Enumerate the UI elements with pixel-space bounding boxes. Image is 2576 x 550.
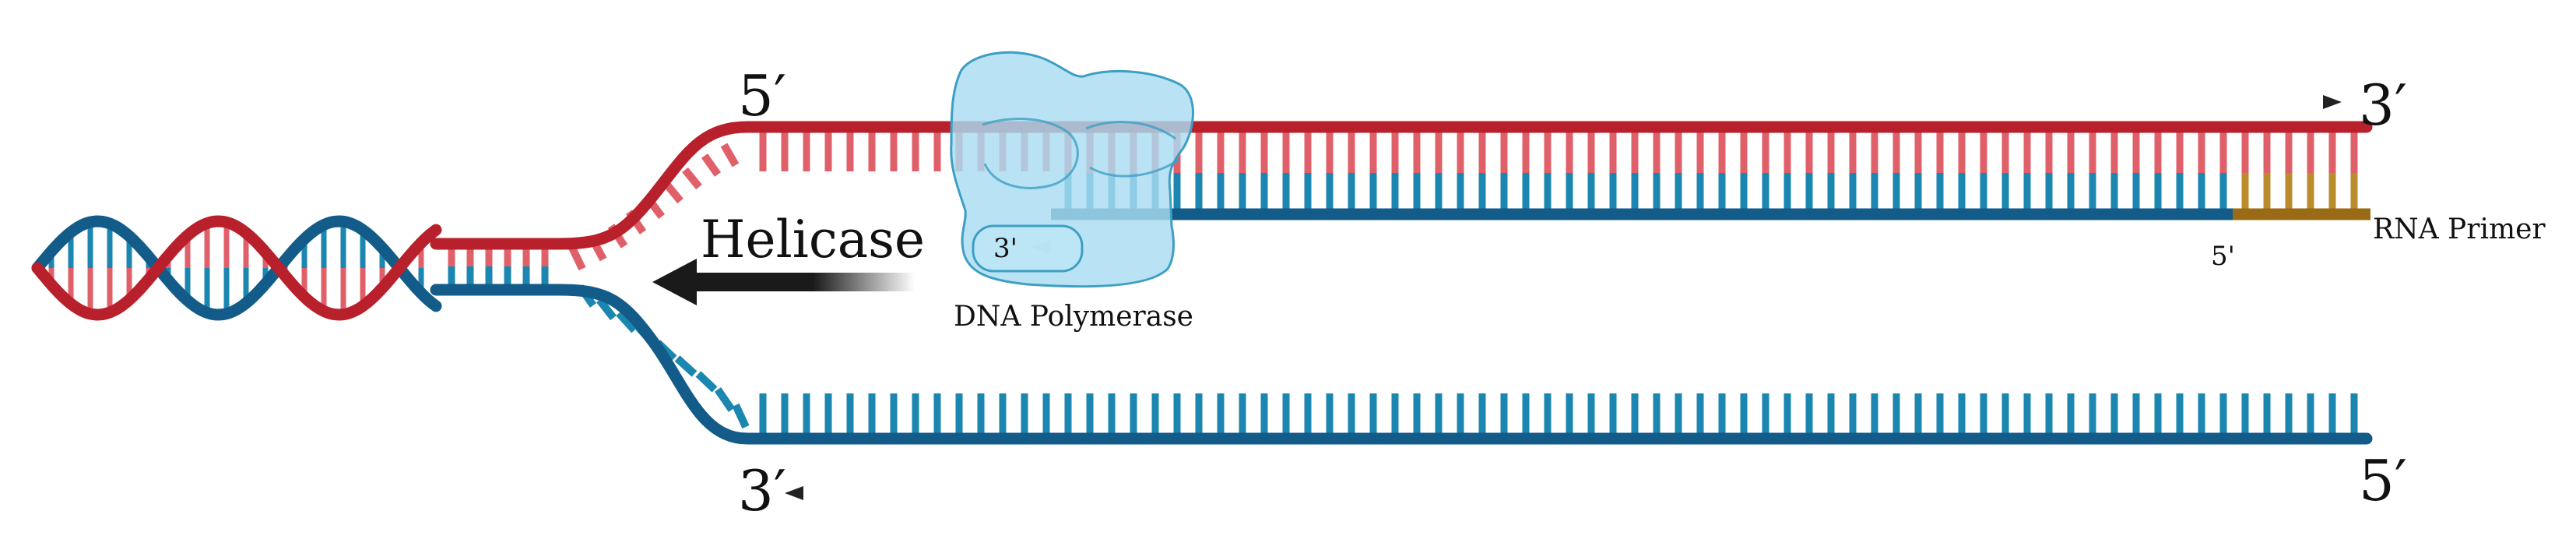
fork-rung-blue <box>695 371 718 393</box>
fork-rung-blue <box>616 310 638 333</box>
base-pair-rungs <box>48 132 2358 433</box>
fork-rung-blue <box>732 403 750 429</box>
parental-strand-bottom-backbone <box>430 284 2373 445</box>
lagging-direction-arrow <box>785 486 2335 500</box>
fork-rung-blue <box>714 387 736 412</box>
synthesis-direction-arrow <box>1031 240 2164 254</box>
dna-polymerase-enzyme-icon <box>950 51 1194 288</box>
lagging-five-prime-label: 5′ <box>2359 448 2407 513</box>
double-helix <box>31 215 442 321</box>
helix-blue-backbone <box>31 215 442 321</box>
helix-red-backbone <box>31 215 442 321</box>
helicase-arrow-icon <box>652 259 915 305</box>
lagging-three-prime-label: 3′ <box>738 458 786 524</box>
leading-five-prime-label: 5′ <box>738 63 786 129</box>
fork-rung-red <box>568 245 586 271</box>
leading-direction-arrow <box>1214 95 2342 109</box>
fork-rung-red <box>682 167 702 190</box>
rna-primer-label: RNA Primer <box>2373 213 2546 245</box>
fork-rung-red <box>701 153 722 177</box>
polymerase-three-prime-label: 3' <box>993 233 1017 264</box>
helicase-label: Helicase <box>701 210 925 270</box>
fork-rung-red <box>720 143 740 167</box>
new-strand-five-prime-label: 5' <box>2211 241 2235 272</box>
parental-strand-top-backbone <box>430 121 2373 250</box>
fork-rung-red <box>663 181 684 204</box>
fork-rung-blue <box>674 355 698 377</box>
leading-three-prime-label: 3′ <box>2359 72 2407 138</box>
fork-rung-blue <box>596 297 617 321</box>
dna-polymerase-label: DNA Polymerase <box>954 301 1193 333</box>
